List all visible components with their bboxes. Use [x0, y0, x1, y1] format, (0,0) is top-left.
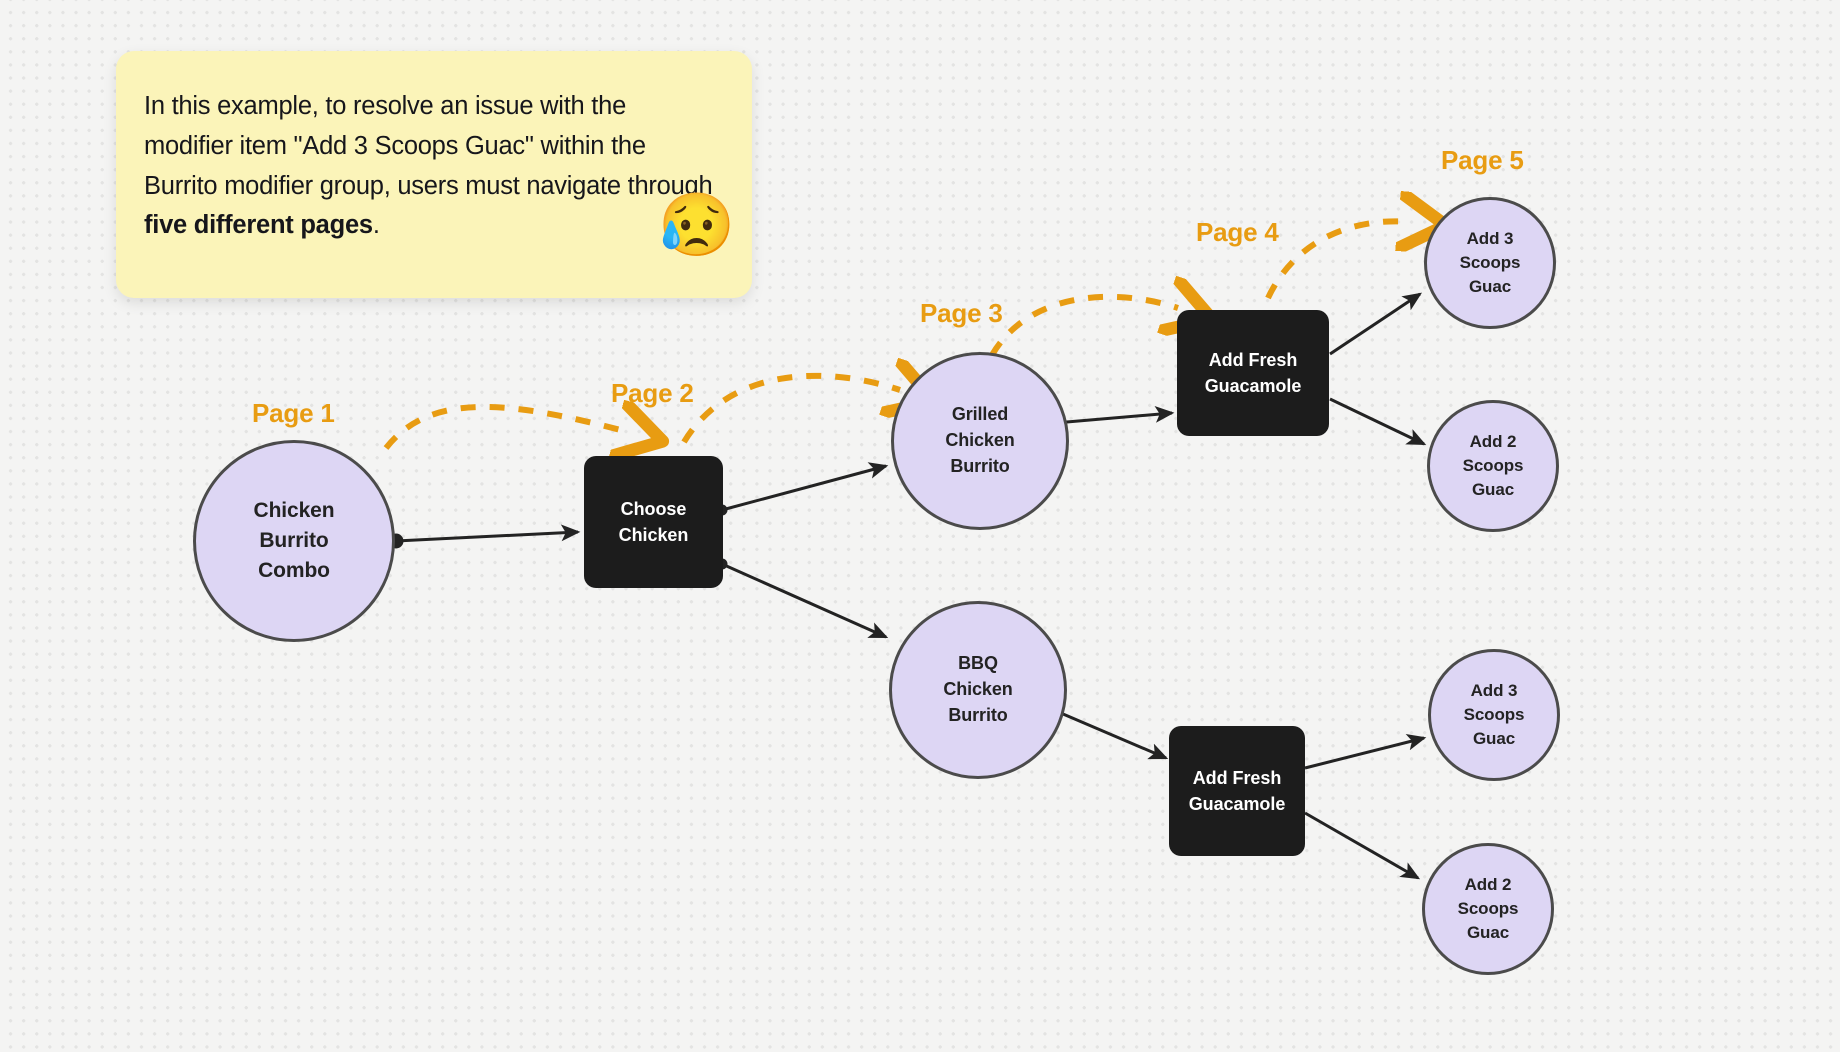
page-label-5: Page 5	[1441, 145, 1524, 175]
page-label-2: Page 2	[611, 378, 694, 408]
arrow-page-1-to-2	[383, 407, 628, 448]
sticky-note-text: In this example, to resolve an issue wit…	[144, 87, 718, 246]
edge-guac-bottom-to-add2	[1304, 811, 1421, 880]
edge-guac-top-to-add2	[1329, 397, 1427, 446]
arrow-page-4-to-5	[1265, 221, 1410, 300]
arrow-page-3-to-4	[989, 297, 1178, 357]
edge-combo-to-choose	[388, 524, 581, 549]
page-label-3: Page 3	[920, 298, 1003, 328]
page-label-1: Page 1	[252, 398, 335, 428]
edge-choose-to-bbq	[716, 558, 889, 639]
sad-but-relieved-face-icon: 😥	[658, 191, 736, 260]
sticky-note[interactable]: In this example, to resolve an issue wit…	[116, 51, 752, 298]
note-text-emphasis: five different pages	[144, 211, 373, 240]
edge-choose-to-grilled	[716, 462, 889, 516]
edge-guac-top-to-add3	[1329, 292, 1422, 356]
page-label-4: Page 4	[1196, 217, 1279, 247]
edge-guac-bottom-to-add3	[1304, 733, 1427, 770]
edge-bbq-to-guac-bottom	[1048, 703, 1169, 760]
note-text-part1: In this example, to resolve an issue wit…	[144, 92, 713, 200]
arrow-page-2-to-3	[681, 376, 900, 444]
note-text-part3: .	[372, 211, 380, 240]
